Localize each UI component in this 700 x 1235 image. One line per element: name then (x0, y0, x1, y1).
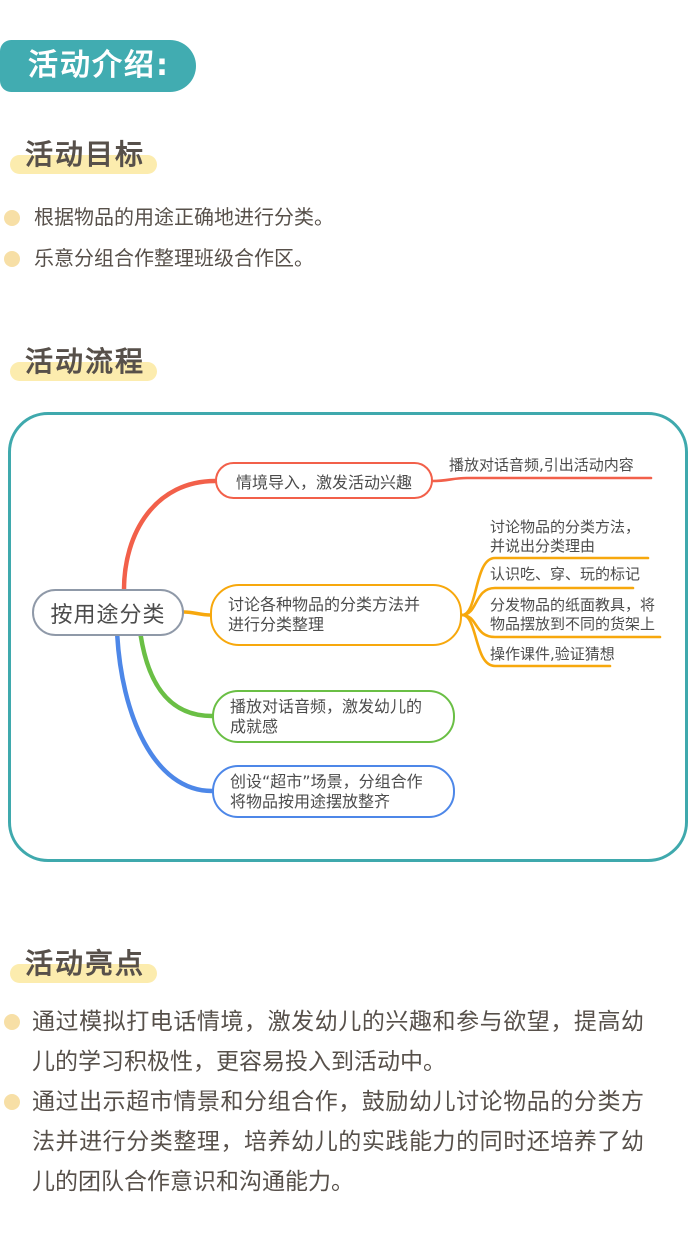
branch-red (121, 478, 218, 596)
goals-list: 根据物品的用途正确地进行分类。 乐意分组合作整理班级合作区。 (4, 197, 664, 279)
highlights-list: 通过模拟打电话情境，激发幼儿的兴趣和参与欲望，提高幼儿的学习积极性，更容易投入到… (4, 1002, 644, 1202)
heading-highlight-bar (10, 362, 158, 381)
branch-blue (114, 628, 215, 794)
branch-amber (182, 610, 212, 617)
edge-amber-sub-2 (460, 586, 635, 617)
goal-text: 根据物品的用途正确地进行分类。 (34, 205, 334, 229)
node-play-audio-achievement: 播放对话音频，激发幼儿的成就感 (212, 690, 455, 743)
leaf-distribute-props: 分发物品的纸面教具，将物品摆放到不同的货架上 (490, 596, 656, 633)
leaf-recognize-marks: 认识吃、穿、玩的标记 (490, 565, 641, 583)
heading-highlight-bar (10, 155, 158, 174)
mindmap-root-node: 按用途分类 (32, 589, 184, 636)
mindmap-container: 按用途分类 情境导入，激发活动兴趣 讨论各种物品的分类方法并进行分类整理 播放对… (8, 412, 688, 862)
heading-text: 活动目标 (25, 138, 146, 171)
leaf-play-dialog-audio: 播放对话音频,引出活动内容 (449, 456, 634, 474)
page-title-badge: 活动介绍: (0, 40, 196, 92)
highlight-text: 通过出示超市情景和分组合作，鼓励幼儿讨论物品的分类方法并进行分类整理，培养幼儿的… (32, 1089, 644, 1195)
section-heading-process: 活动流程 (10, 340, 158, 381)
section-heading-highlights: 活动亮点 (10, 942, 158, 983)
highlight-text: 通过模拟打电话情境，激发幼儿的兴趣和参与欲望，提高幼儿的学习积极性，更容易投入到… (32, 1009, 644, 1075)
edge-red-underline (430, 476, 653, 483)
bullet-dot-icon (4, 1094, 20, 1110)
bullet-dot-icon (4, 210, 20, 226)
mindmap-svg (114, 476, 662, 794)
list-item: 乐意分组合作整理班级合作区。 (4, 238, 664, 279)
section-heading-goals: 活动目标 (10, 133, 158, 174)
list-item: 通过模拟打电话情境，激发幼儿的兴趣和参与欲望，提高幼儿的学习积极性，更容易投入到… (4, 1002, 644, 1082)
goal-text: 乐意分组合作整理班级合作区。 (34, 246, 314, 270)
leaf-discuss-reason: 讨论物品的分类方法，并说出分类理由 (490, 518, 641, 555)
leaf-operate-courseware: 操作课件,验证猜想 (490, 645, 615, 663)
branch-green (137, 628, 215, 719)
bullet-dot-icon (4, 251, 20, 267)
heading-text: 活动亮点 (25, 947, 146, 980)
list-item: 通过出示超市情景和分组合作，鼓励幼儿讨论物品的分类方法并进行分类整理，培养幼儿的… (4, 1082, 644, 1202)
edge-amber-sub-4 (460, 613, 612, 668)
node-supermarket-scene: 创设“超市”场景，分组合作将物品按用途摆放整齐 (212, 765, 455, 818)
node-discuss-classification: 讨论各种物品的分类方法并进行分类整理 (210, 584, 462, 646)
heading-highlight-bar (10, 964, 158, 983)
list-item: 根据物品的用途正确地进行分类。 (4, 197, 664, 238)
node-situational-intro: 情境导入，激发活动兴趣 (215, 462, 433, 499)
heading-text: 活动流程 (25, 345, 146, 378)
bullet-dot-icon (4, 1014, 20, 1030)
